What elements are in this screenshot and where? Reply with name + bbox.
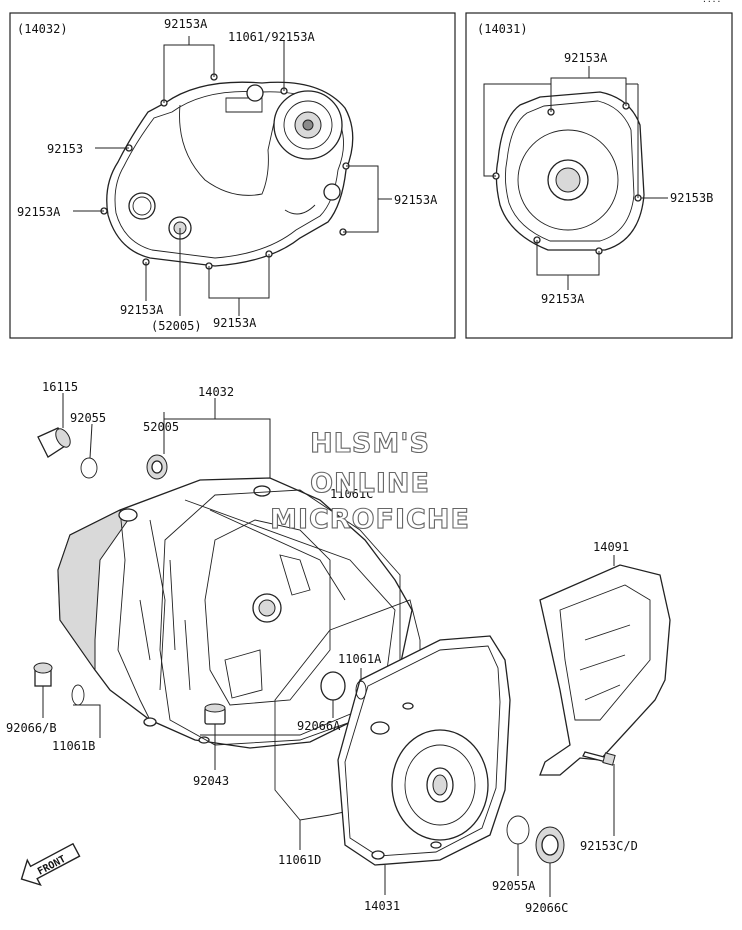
gasket-11061C <box>159 489 401 746</box>
o-ring-92055 <box>80 457 98 479</box>
watermark-line-2: ONLINE <box>310 468 430 499</box>
label-92153A-top: 92153A <box>164 17 208 31</box>
label-92153A-left: 92153A <box>17 205 61 219</box>
label-92153B: 92153B <box>670 191 713 205</box>
label-92153A-inset-right-top: 92153A <box>564 51 608 65</box>
corner-mark: ···· <box>702 0 721 6</box>
inset-14031: (14031) 92153A 92153B 92153A <box>465 12 733 339</box>
label-92153A-bottom-left: 92153A <box>120 303 164 317</box>
o-ring-11061B <box>71 684 85 706</box>
inset-14031-frame <box>465 12 733 339</box>
label-11061D: 11061D <box>278 853 321 867</box>
label-92055A: 92055A <box>492 879 536 893</box>
label-11061C: 11061C <box>330 487 373 501</box>
label-11061B: 11061B <box>52 739 95 753</box>
label-11061-92153A: 11061/92153A <box>228 30 315 44</box>
label-92153A-bottom-right: 92153A <box>213 316 257 330</box>
watermark-line-3: MICROFICHE <box>270 504 470 535</box>
watermark: HLSM'S ONLINE MICROFICHE <box>270 427 470 535</box>
label-92153A-right: 92153A <box>394 193 438 207</box>
plug-92066A <box>320 671 346 701</box>
label-11061A: 11061A <box>338 652 382 666</box>
inset-14032-code: (14032) <box>17 22 68 36</box>
generator-cover-14031 <box>337 635 511 866</box>
label-52005-inset: (52005) <box>151 319 202 333</box>
o-ring-92055A <box>506 815 530 845</box>
dowel-pin-92043 <box>204 703 226 725</box>
label-92043: 92043 <box>193 774 229 788</box>
label-92153: 92153 <box>47 142 83 156</box>
label-92066B: 92066/B <box>6 721 57 735</box>
clutch-cover-outline-drawing <box>100 73 354 270</box>
cap-16115 <box>37 427 71 458</box>
inset-14032-leader-lines <box>73 36 392 316</box>
bolt-92153CD <box>582 751 616 766</box>
cap-92066C <box>535 826 565 864</box>
front-arrow-icon <box>20 842 81 887</box>
plug-52005 <box>146 454 168 480</box>
inset-14032-frame <box>9 12 456 339</box>
inset-14031-leader-lines <box>483 66 668 290</box>
label-92153A-inset-right-bottom: 92153A <box>541 292 585 306</box>
front-arrow: FRONT <box>20 842 81 887</box>
main-exploded-view: 16115 92055 14032 52005 11061C 14091 920… <box>6 380 671 915</box>
label-14032: 14032 <box>198 385 234 399</box>
label-92055: 92055 <box>70 411 106 425</box>
inset-14032: (14032) <box>9 12 456 339</box>
main-leader-lines <box>42 393 615 897</box>
label-92153CD: 92153C/D <box>580 839 638 853</box>
sprocket-cover-14091 <box>539 564 671 776</box>
label-14091: 14091 <box>593 540 629 554</box>
label-52005: 52005 <box>143 420 179 434</box>
label-14031: 14031 <box>364 899 400 913</box>
plug-92066B <box>33 662 53 687</box>
watermark-line-1: HLSM'S <box>310 428 430 459</box>
label-92066C: 92066C <box>525 901 568 915</box>
label-16115: 16115 <box>42 380 78 394</box>
label-92066A: 92066A <box>297 719 341 733</box>
inset-14031-code: (14031) <box>477 22 528 36</box>
generator-cover-outline-drawing <box>492 91 645 255</box>
